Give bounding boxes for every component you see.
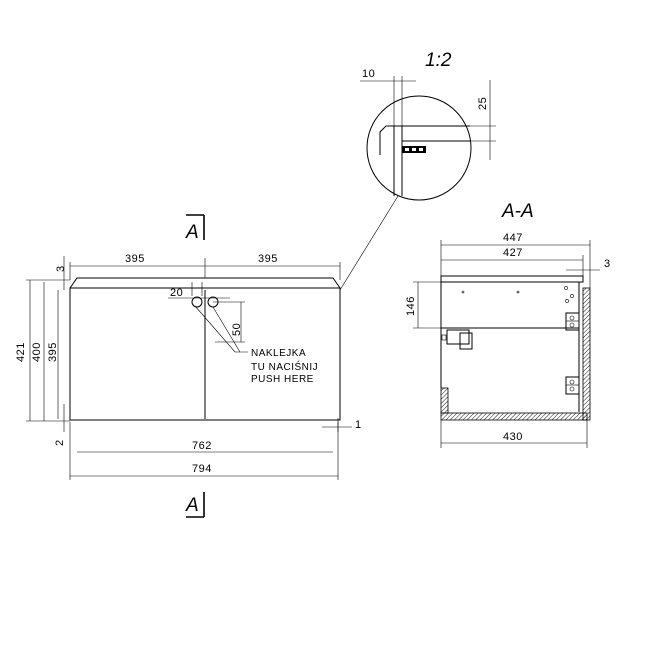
front-view: 20 50 NAKLEJKA TU NACIŚNIJ PUSH HERE 395… <box>15 195 399 518</box>
dim-inner-width: 762 <box>192 440 212 452</box>
dim-door-right-width: 395 <box>258 253 278 265</box>
detail-leader <box>339 195 399 291</box>
dim-bottom-gap: 2 <box>54 439 66 446</box>
push-hole-left <box>191 296 203 308</box>
dim-drawer-height: 146 <box>405 296 417 316</box>
back-panel <box>582 287 591 421</box>
dim-hole-offset: 50 <box>231 323 243 336</box>
dim-total-width: 794 <box>192 463 212 475</box>
sticker-note-line2: TU NACIŚNIJ <box>251 360 318 373</box>
section-title: A-A <box>501 201 534 222</box>
top-panel <box>69 277 341 289</box>
sticker-leader-2 <box>212 306 241 353</box>
front-lip <box>440 387 449 414</box>
sticker-leader-1 <box>194 305 248 353</box>
dim-door-height: 395 <box>47 342 59 362</box>
dim-total-depth: 447 <box>503 232 523 244</box>
section-view: A-A <box>405 201 611 448</box>
hinge-lower <box>565 376 580 395</box>
dim-detail-offset-y: 25 <box>477 97 489 110</box>
detail-view: 1:2 10 25 <box>360 50 496 201</box>
hinge-upper <box>565 312 580 331</box>
dim-hole-diameter: 20 <box>170 287 183 299</box>
dim-side-gap: 1 <box>355 419 362 431</box>
section-marker-top: A <box>185 222 199 243</box>
dim-door-left-width: 395 <box>125 253 145 265</box>
dim-top-gap: 3 <box>55 265 67 272</box>
dim-detail-offset-x: 10 <box>362 68 375 80</box>
cabinet-body <box>69 287 341 421</box>
dim-total-height: 421 <box>15 342 27 362</box>
dim-back-gap: 3 <box>604 258 611 270</box>
dim-top-depth: 427 <box>503 247 523 259</box>
bottom-panel <box>440 412 588 421</box>
dim-bottom-depth: 430 <box>503 431 523 443</box>
dim-body-height: 400 <box>31 342 43 362</box>
detail-scale: 1:2 <box>425 50 452 71</box>
section-marker-bottom: A <box>185 495 199 516</box>
sticker-note-line3: PUSH HERE <box>251 374 314 385</box>
sticker-note-line1: NAKLEJKA <box>251 348 306 359</box>
detail-circle <box>366 95 472 201</box>
